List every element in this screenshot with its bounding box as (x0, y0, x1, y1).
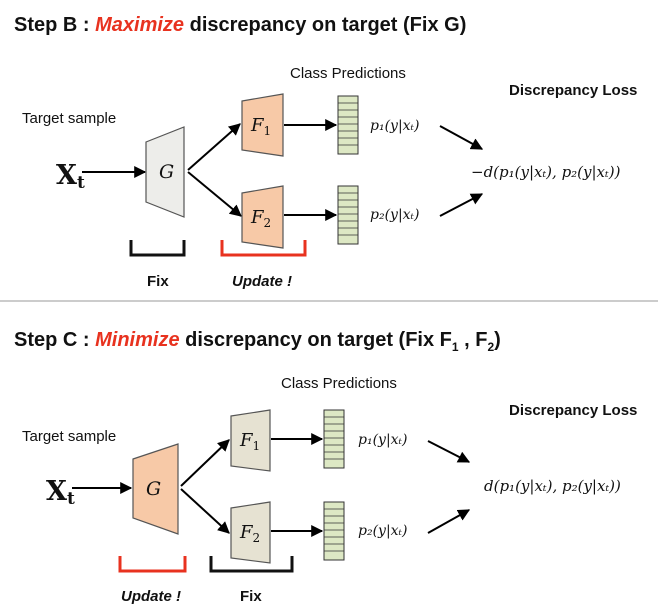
step-b-title: Step B : Maximize discrepancy on target … (14, 14, 466, 36)
step-c-generator-g (132, 443, 179, 535)
step-c-p2-to-loss-arrow (427, 509, 471, 534)
step-c-title: Step C : Minimize discrepancy on target … (14, 329, 501, 354)
step-c-f2-label: F2 (239, 522, 260, 545)
step-b-f1-label: F1 (250, 115, 271, 138)
step-b-class-predictions-label: Class Predictions (290, 65, 406, 82)
step-b-p2-label: p₂(y|xₜ) (370, 207, 419, 223)
step-b-loss-formula: −d(p₁(y|xₜ), p₂(y|xₜ)) (471, 163, 621, 181)
step-c-generator-label: G (146, 478, 161, 500)
step-b-p1-label: p₁(y|xₜ) (370, 118, 419, 134)
step-b-generator-g (145, 126, 185, 218)
step-b-f2-label: F2 (250, 207, 271, 230)
step-c-f1-label: F1 (239, 430, 260, 453)
step-c-branch-arrow-f2 (180, 488, 230, 534)
step-b-branch-arrow-f2 (187, 171, 242, 217)
step-b-branch-arrow-f1 (187, 123, 241, 171)
step-c-prediction-vector-2 (323, 501, 345, 561)
step-b-prediction-vector-2 (337, 185, 359, 245)
step-c-classifier-f2 (230, 501, 271, 564)
step-c-p1-label: p₁(y|xₜ) (358, 432, 407, 448)
step-c-classifier-f1 (230, 409, 271, 472)
step-c-fix-bracket (209, 556, 294, 573)
step-b-input-xt: Xt (56, 160, 85, 193)
step-b-discrepancy-loss-label: Discrepancy Loss (509, 82, 637, 99)
step-c-update-bracket (118, 556, 187, 573)
step-b-p1-to-loss-arrow (439, 125, 484, 150)
step-c-update-label: Update ! (121, 588, 181, 605)
step-c-fix-label: Fix (240, 588, 262, 605)
step-b-prediction-vector-1 (337, 95, 359, 155)
step-c-p2-label: p₂(y|xₜ) (358, 523, 407, 539)
step-b-p2-to-loss-arrow (439, 193, 484, 217)
step-c-target-sample-label: Target sample (22, 428, 116, 445)
step-b-fix-bracket (129, 240, 186, 257)
step-c-loss-formula: d(p₁(y|xₜ), p₂(y|xₜ)) (484, 477, 621, 495)
step-c-class-predictions-label: Class Predictions (281, 375, 397, 392)
step-b-fix-label: Fix (147, 273, 169, 290)
step-c-panel: Step C : Minimize discrepancy on target … (14, 329, 637, 605)
step-b-generator-label: G (159, 161, 174, 183)
step-b-panel: Step B : Maximize discrepancy on target … (14, 14, 637, 290)
step-b-classifier-f1 (241, 93, 284, 157)
step-c-discrepancy-loss-label: Discrepancy Loss (509, 402, 637, 419)
step-c-input-xt: Xt (46, 476, 75, 509)
step-c-p1-to-loss-arrow (427, 440, 471, 463)
step-b-update-label: Update ! (232, 273, 292, 290)
step-b-target-sample-label: Target sample (22, 110, 116, 127)
step-b-update-bracket (220, 240, 307, 257)
step-c-prediction-vector-1 (323, 409, 345, 469)
step-b-classifier-f2 (241, 185, 284, 249)
step-c-branch-arrow-f1 (180, 439, 230, 487)
